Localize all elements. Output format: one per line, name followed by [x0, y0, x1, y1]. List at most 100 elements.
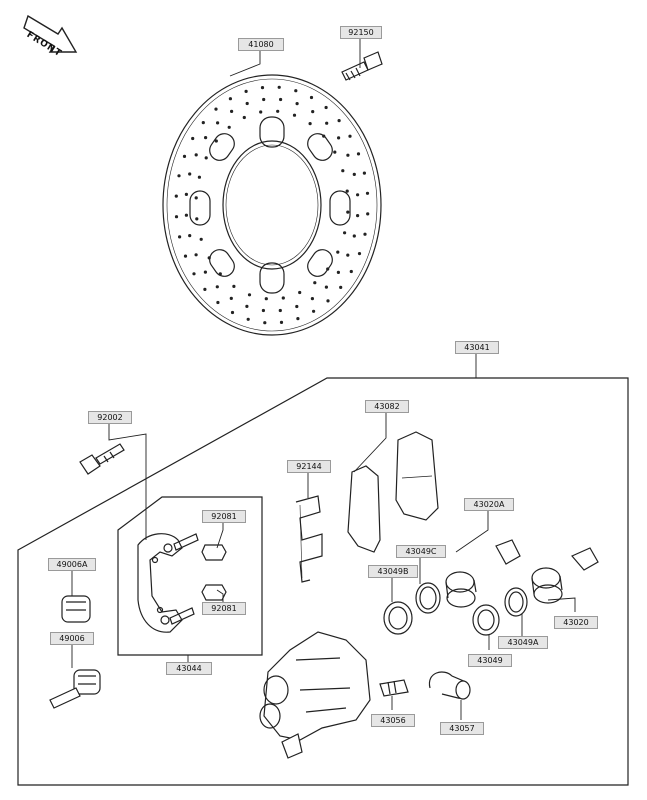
part-label-boot-a[interactable]: 49006A [48, 558, 96, 571]
disc-hole [188, 234, 192, 238]
disc-hole [195, 217, 199, 221]
disc-hole [192, 272, 196, 276]
part-label-caliper-bolt[interactable]: 92002 [88, 411, 132, 424]
front-arrow-icon [23, 14, 78, 53]
brake-pad-icon [347, 431, 439, 553]
part-label-disc[interactable]: 41080 [238, 38, 284, 51]
disc-hole [356, 193, 360, 197]
caliper-body-icon [259, 631, 371, 759]
brake-disc-icon [162, 74, 382, 336]
disc-hole [346, 153, 350, 157]
disc-hole [197, 175, 201, 179]
disc-hole [262, 97, 266, 102]
disc-hole [277, 85, 281, 89]
disc-hole [203, 287, 207, 291]
piston-icon [445, 539, 599, 608]
part-label-seal-c[interactable]: 43049C [396, 545, 446, 558]
disc-hole [324, 285, 328, 289]
disc-hole [346, 253, 350, 257]
disc-hole [352, 234, 356, 238]
disc-hole [357, 252, 362, 256]
disc-hole [279, 97, 283, 102]
disc-hole [326, 267, 330, 271]
disc-hole [264, 297, 268, 301]
disc-hole [356, 152, 361, 156]
disc-hole [245, 101, 249, 106]
disc-hole [188, 172, 192, 176]
part-label-bracket[interactable]: 43044 [166, 662, 212, 675]
disc-hole [326, 299, 330, 303]
disc-hole [346, 210, 350, 214]
disc-hole [244, 89, 248, 93]
disc-hole [309, 95, 314, 100]
disc-hole [348, 134, 352, 138]
disc-hole [215, 285, 219, 289]
part-label-bracket-clip-upper[interactable]: 92081 [202, 510, 246, 523]
disc-hole [343, 231, 347, 235]
disc-hole [194, 153, 198, 157]
disc-hole [296, 317, 300, 321]
disc-hole [324, 105, 328, 110]
disc-hole [345, 189, 349, 193]
disc-hole [259, 110, 263, 114]
disc-hole [204, 156, 208, 160]
part-label-pad-set[interactable]: 43082 [365, 400, 409, 413]
part-label-pin[interactable]: 49006 [50, 632, 94, 645]
disc-hole [229, 296, 233, 300]
disc-hole [339, 285, 343, 289]
disc-hole [294, 89, 298, 93]
part-label-piston[interactable]: 43020 [554, 616, 598, 629]
disc-hole [204, 136, 208, 140]
disc-hole [349, 269, 353, 274]
disc-hole [230, 310, 235, 315]
part-label-bleeder-cap[interactable]: 43057 [440, 722, 484, 735]
disc-hole [261, 308, 265, 313]
piston-seal-icon [383, 582, 528, 636]
part-label-bracket-clip-lower[interactable]: 92081 [202, 602, 246, 615]
caliper-bolt-icon [79, 443, 125, 475]
disc-hole [311, 110, 315, 114]
disc-hole [336, 250, 340, 254]
disc-hole [228, 97, 232, 101]
disc-hole [207, 256, 211, 260]
disc-hole [194, 253, 198, 257]
disc-hole [214, 107, 218, 111]
disc-hole [246, 317, 250, 321]
disc-hole [247, 293, 252, 297]
bracket-clip-icon [201, 544, 227, 601]
disc-hole [174, 215, 179, 219]
disc-hole [214, 139, 218, 143]
disc-hole [292, 113, 297, 117]
disc-hole [337, 119, 341, 123]
bleeder-cap-icon [428, 671, 471, 700]
part-label-disc-bolt[interactable]: 92150 [340, 26, 382, 39]
bracket-group-outline [117, 496, 263, 656]
disc-hole [260, 86, 265, 90]
part-label-seal[interactable]: 43049 [468, 654, 512, 667]
disc-hole [174, 194, 178, 198]
disc-hole [325, 121, 329, 125]
disc-hole [298, 290, 302, 295]
disc-hole [242, 115, 246, 120]
disc-bolt-icon [341, 51, 383, 81]
disc-hole [322, 134, 326, 138]
part-label-bleeder-valve[interactable]: 43056 [371, 714, 415, 727]
disc-hole [281, 296, 285, 300]
part-label-pad-spring[interactable]: 92144 [287, 460, 331, 473]
disc-hole [278, 308, 282, 313]
disc-hole [366, 212, 370, 216]
part-label-seal-a[interactable]: 43049A [498, 636, 548, 649]
disc-hole [279, 320, 284, 324]
disc-hole [230, 109, 234, 113]
disc-hole [308, 122, 312, 126]
part-label-seal-b[interactable]: 43049B [368, 565, 418, 578]
disc-hole [337, 136, 341, 140]
part-label-caliper-assy[interactable]: 43041 [455, 341, 499, 354]
part-label-piston-a[interactable]: 43020A [464, 498, 514, 511]
disc-hole [201, 121, 205, 125]
pin-boot-icon [49, 595, 101, 709]
disc-hole [177, 174, 181, 178]
disc-hole [312, 309, 316, 313]
disc-hole [295, 102, 299, 106]
